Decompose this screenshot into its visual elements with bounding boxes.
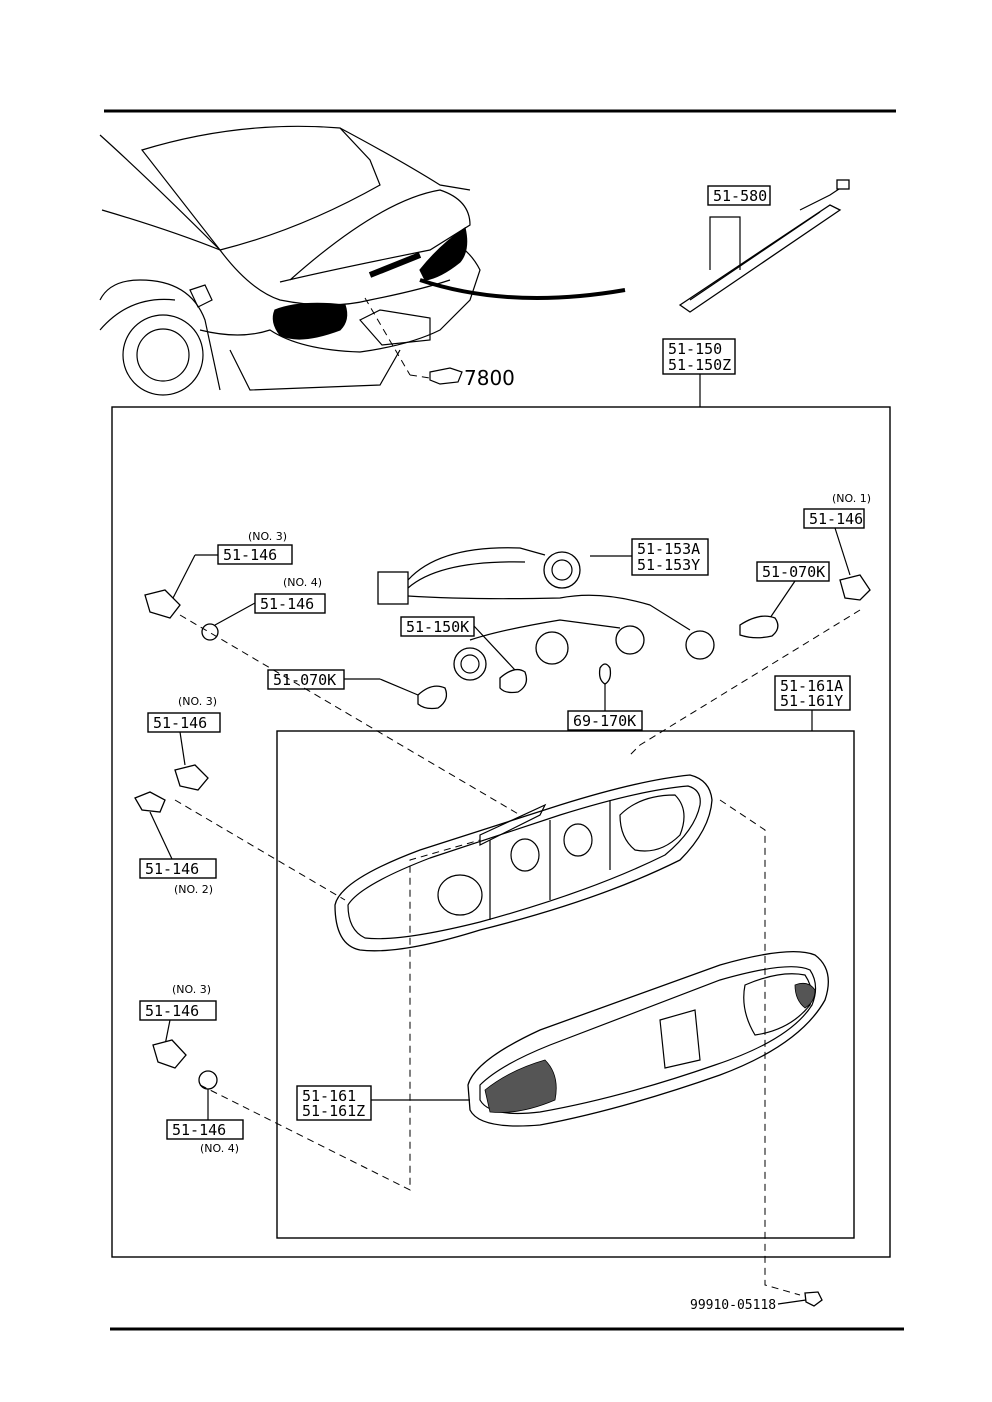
socket-top-left-leader-2 — [171, 554, 196, 601]
socket-bottom-left-leader — [164, 1019, 171, 1046]
reference-number: 7800 — [464, 366, 515, 390]
socket-mid-leader — [473, 625, 516, 671]
lens-housing-box — [276, 730, 855, 1239]
bulb-small-label: 69-170K — [573, 712, 636, 730]
socket-mid-left-part — [174, 764, 209, 791]
no3-bottom-label: (NO. 3) — [172, 983, 211, 996]
assembly-label-b: 51-150Z — [668, 356, 731, 374]
bulb-small-part — [598, 663, 612, 685]
socket-right-label: 51-146 — [809, 510, 863, 528]
lens-housing-label-box — [774, 675, 851, 711]
bulb-left-part — [417, 685, 448, 710]
ref-leader-2 — [409, 374, 431, 379]
lens-label-a: 51-161 — [302, 1087, 356, 1105]
tail-lamp-housing — [334, 774, 713, 952]
socket-top-left2-part — [201, 623, 219, 641]
wiring-harness — [377, 547, 715, 681]
no2-label: (NO. 2) — [174, 883, 213, 896]
socket-mid-left2-label: 51-146 — [145, 860, 199, 878]
wire-label-box — [631, 538, 709, 576]
socket-mid-left-label: 51-146 — [153, 714, 207, 732]
bulb-left-label: 51-070K — [273, 671, 336, 689]
tail-lamp-lens — [467, 951, 829, 1127]
no4-bottom-label: (NO. 4) — [200, 1142, 239, 1155]
lens-housing-label-b: 51-161Y — [780, 692, 843, 710]
socket-right-label-box — [803, 508, 865, 529]
socket-bottom-left-label-box — [139, 1000, 217, 1021]
no4-top-label: (NO. 4) — [283, 576, 322, 589]
car-rear-illustration — [99, 125, 626, 396]
socket-bottom-left-part — [152, 1039, 187, 1069]
hand-pointer-icon — [429, 367, 463, 385]
bulb-right-label-box — [756, 561, 830, 582]
assembly-guide-lines — [174, 609, 861, 1296]
socket-top-left2-leader — [214, 602, 256, 626]
assembly-label-box — [662, 338, 736, 375]
bulb-right-label: 51-070K — [762, 563, 825, 581]
screw-part — [804, 1291, 823, 1307]
socket-bottom-left2-label: 51-146 — [172, 1121, 226, 1139]
high-mount-label-box — [707, 185, 771, 206]
no1-label: (NO. 1) — [832, 492, 871, 505]
socket-right-leader — [834, 527, 851, 576]
socket-mid-left2-part — [134, 791, 166, 813]
socket-top-left-label: 51-146 — [223, 546, 277, 564]
assembly-label-a: 51-150 — [668, 340, 722, 358]
socket-bottom-left2-label-box — [166, 1119, 244, 1140]
no3-top-label: (NO. 3) — [248, 530, 287, 543]
wire-label-b: 51-153Y — [637, 556, 700, 574]
assembly-outer-box — [111, 406, 891, 1258]
wire-label-a: 51-153A — [637, 540, 700, 558]
socket-top-left-part — [144, 589, 181, 619]
bulb-right-part — [739, 615, 779, 639]
lens-label-box — [296, 1085, 372, 1121]
lens-housing-label-a: 51-161A — [780, 677, 843, 695]
bulb-right-leader — [769, 580, 796, 619]
socket-mid-label: 51-150K — [406, 618, 469, 636]
lens-label-b: 51-161Z — [302, 1102, 365, 1120]
socket-mid-left-leader — [179, 731, 186, 766]
screw-leader — [777, 1299, 807, 1305]
no3-mid-label: (NO. 3) — [178, 695, 217, 708]
socket-mid-left2-label-box — [139, 858, 217, 879]
socket-right-part — [839, 574, 871, 601]
high-mount-stop-light — [678, 179, 850, 313]
bulb-mid-part — [499, 668, 528, 694]
high-mount-label: 51-580 — [713, 187, 767, 205]
socket-bottom-left-label: 51-146 — [145, 1002, 199, 1020]
socket-mid-left2-leader — [149, 811, 173, 860]
socket-top-left2-label: 51-146 — [260, 595, 314, 613]
bulb-small-label-box — [567, 710, 643, 731]
screw-label: 99910-05118 — [690, 1298, 776, 1313]
socket-mid-left-label-box — [147, 712, 221, 733]
bulb-left-leader-2 — [379, 678, 419, 696]
ref-leader — [364, 297, 411, 376]
